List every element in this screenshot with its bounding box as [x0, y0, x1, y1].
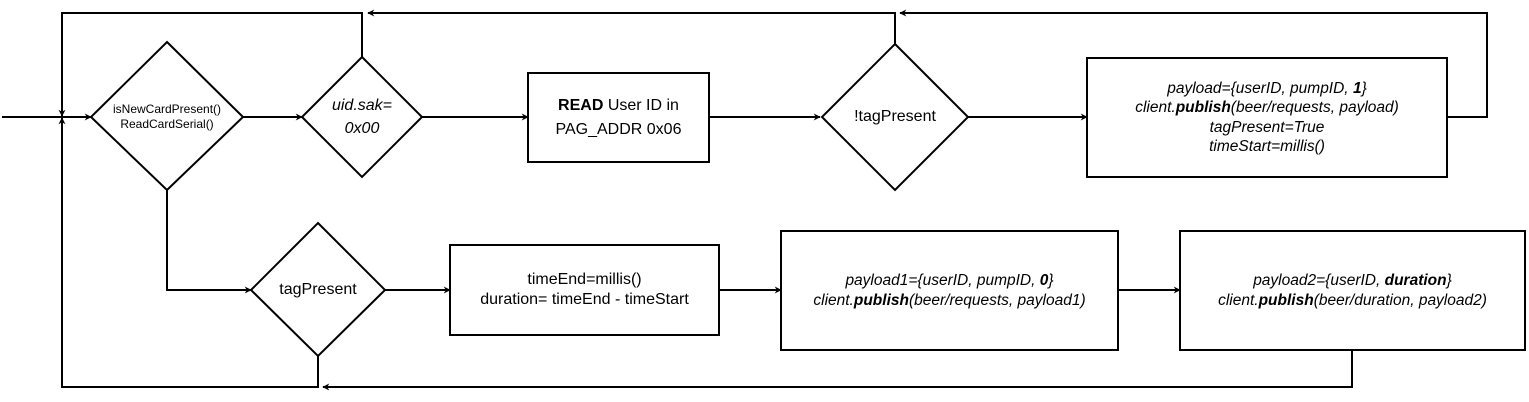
process-read-user-id-label: READ User ID in PAG_ADDR 0x06: [528, 73, 709, 162]
sak-value-text: 0x00: [344, 120, 380, 137]
payload2-duration: duration: [1384, 272, 1447, 290]
payload2-line: payload2={userID, duration}: [1253, 271, 1452, 290]
process-publish-stop-label: payload1={userID, pumpID, 0} client.publ…: [781, 231, 1118, 350]
payload2-pre: payload2={userID,: [1253, 272, 1385, 290]
publish-args: (beer/requests, payload): [1230, 99, 1399, 117]
process-compute-duration-label: timeEnd=millis() duration= timeEnd - tim…: [450, 245, 719, 335]
edge-durpublish-loop-back: [322, 350, 1353, 391]
payload-pre: payload={userID, pumpID,: [1167, 79, 1353, 97]
publish2-args: (beer/duration, payload2): [1313, 291, 1487, 309]
payload2-post: }: [1446, 272, 1452, 290]
payload1-flag: 0: [1039, 272, 1049, 290]
publish-line: client.publish(beer/requests, payload): [1135, 98, 1399, 117]
process-publish-start: [1086, 57, 1448, 178]
page-address-text: PAG_ADDR 0x06: [555, 120, 682, 138]
publish2-line: client.publish(beer/duration, payload2): [1218, 291, 1487, 310]
read-keyword: READ: [558, 97, 604, 115]
edge-nottag-loop-back: [367, 9, 896, 44]
client-prefix: client.: [1135, 99, 1176, 117]
edge-tag-loop-back: [58, 117, 319, 388]
not-tag-present-text: !tagPresent: [854, 108, 936, 125]
client1-prefix: client.: [813, 291, 854, 309]
publish2-keyword: publish: [1258, 291, 1314, 309]
duration-text: duration= timeEnd - timeStart: [480, 291, 689, 308]
process-compute-duration: [449, 244, 720, 336]
time-end-text: timeEnd=millis(): [527, 271, 642, 288]
time-start-text: timeStart=millis(): [1209, 137, 1325, 155]
payload-post: }: [1361, 79, 1367, 97]
tag-present-text: tagPresent: [279, 281, 357, 298]
publish1-args: (beer/requests, payload1): [908, 291, 1086, 309]
payload-line: payload={userID, pumpID, 1}: [1167, 79, 1367, 98]
publish-keyword: publish: [1175, 99, 1231, 117]
edge-sak-loop-back: [58, 12, 363, 117]
decision-uid-sak: [300, 55, 424, 179]
read-user-line1: READ User ID in: [558, 94, 679, 117]
decision-not-tag-present: [820, 42, 970, 192]
payload1-pre: payload1={userID, pumpID,: [845, 272, 1040, 290]
decision-uid-sak-label: uid.sak= 0x00: [302, 92, 422, 142]
tag-present-true-text: tagPresent=True: [1209, 118, 1325, 136]
read-user-rest: User ID in: [603, 97, 679, 115]
card-present-text: isNewCardPresent(): [112, 102, 222, 116]
decision-card-present: [89, 40, 245, 192]
publish1-keyword: publish: [853, 291, 909, 309]
payload-flag: 1: [1352, 79, 1362, 97]
client2-prefix: client.: [1218, 291, 1259, 309]
process-publish-duration: [1179, 230, 1526, 351]
edge-card-to-tag: [166, 190, 252, 294]
process-read-user-id: [527, 72, 710, 163]
decision-card-present-label: isNewCardPresent() ReadCardSerial(): [91, 92, 243, 142]
decision-not-tag-present-label: !tagPresent: [822, 92, 968, 142]
uid-sak-text: uid.sak=: [331, 96, 393, 114]
decision-tag-present: [249, 221, 387, 358]
process-publish-start-label: payload={userID, pumpID, 1} client.publi…: [1087, 58, 1447, 177]
publish1-line: client.publish(beer/requests, payload1): [813, 291, 1085, 310]
process-publish-stop: [780, 230, 1119, 351]
edge-publish-loop-back: [899, 9, 1488, 118]
payload1-line: payload1={userID, pumpID, 0}: [845, 271, 1053, 290]
process-publish-duration-label: payload2={userID, duration} client.publi…: [1180, 231, 1525, 350]
read-card-serial-text: ReadCardSerial(): [120, 117, 214, 131]
payload1-post: }: [1048, 272, 1054, 290]
decision-tag-present-label: tagPresent: [251, 265, 385, 315]
